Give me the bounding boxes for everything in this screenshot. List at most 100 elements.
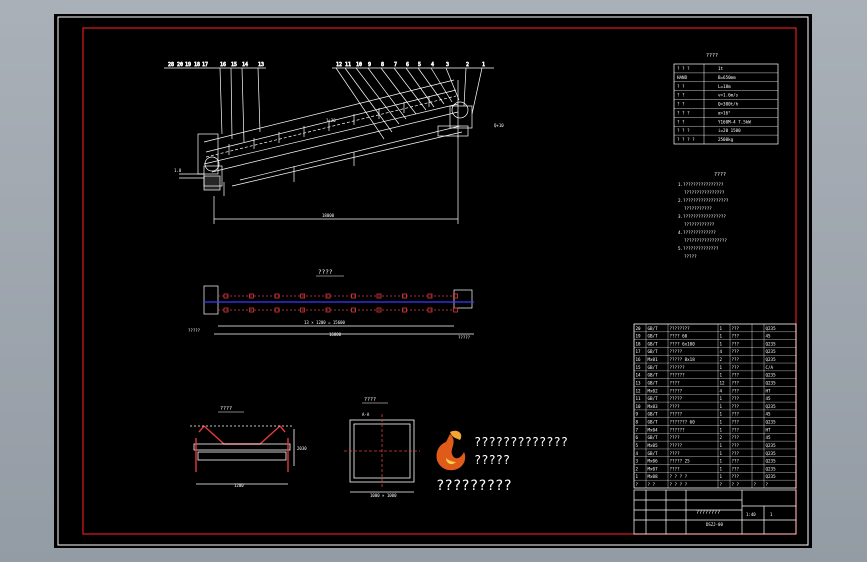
bom-cell: Mx05 bbox=[648, 443, 659, 448]
bom-cell: ?????? bbox=[670, 427, 686, 432]
bom-cell: Q235 bbox=[766, 380, 777, 385]
tech-spec-value: i=20 1500 bbox=[718, 128, 741, 133]
bom-cell: ???? bbox=[670, 404, 681, 409]
tech-note-line: 1.???????????????? bbox=[678, 182, 724, 187]
bom-cell: 1 bbox=[720, 412, 723, 417]
bom-cell: Q235 bbox=[766, 326, 777, 331]
bom-cell: 2 bbox=[720, 435, 723, 440]
end-view-width: 1200 bbox=[234, 483, 244, 488]
end-view-height: 2030 bbox=[297, 446, 307, 451]
tech-spec-key: ? ? bbox=[677, 84, 685, 89]
tech-spec-value: Q=300t/h bbox=[718, 102, 739, 107]
balloon-label: 11 bbox=[345, 62, 351, 68]
bom-cell: ????? bbox=[670, 412, 683, 417]
support-post bbox=[223, 293, 229, 299]
bom-cell: 10 bbox=[636, 404, 642, 409]
balloon-label: 10 bbox=[356, 62, 362, 68]
bom-cell: 19 bbox=[636, 334, 642, 339]
bom-cell: GB/T bbox=[648, 349, 659, 354]
drawing-canvas: 28 20 19 18 17 16 15 14 13 12 11 10 9 8 … bbox=[57, 16, 809, 546]
drawing-sheet: 28 20 19 18 17 16 15 14 13 12 11 10 9 8 … bbox=[54, 14, 812, 548]
bom-cell: ????? bbox=[670, 443, 683, 448]
bom-cell: 12 bbox=[720, 380, 726, 385]
bom-cell: ???? bbox=[670, 380, 681, 385]
tech-spec-key: ? ? bbox=[677, 102, 685, 107]
bom-cell: ????? bbox=[670, 396, 683, 401]
conveyor-elevation-view: 28 20 19 18 17 16 15 14 13 12 11 10 9 8 … bbox=[164, 62, 504, 224]
svg-text:?????: ????? bbox=[458, 335, 471, 340]
bom-cell: Mx02 bbox=[648, 388, 659, 393]
bom-cell: 20 bbox=[636, 326, 642, 331]
title-block-drawing-name: ???????? bbox=[696, 510, 720, 516]
svg-text:A-A: A-A bbox=[362, 412, 370, 417]
bom-cell: 7 bbox=[636, 427, 639, 432]
tech-spec-title: ???? bbox=[706, 53, 718, 59]
balloon-label: 5 bbox=[418, 62, 421, 68]
bom-cell: Q235 bbox=[766, 357, 777, 362]
balloon-label: 12 bbox=[336, 62, 342, 68]
flame-logo bbox=[436, 430, 466, 471]
bom-cell: 1 bbox=[720, 420, 723, 425]
bom-cell: Mx08 bbox=[648, 474, 659, 479]
tech-spec-value: Y160M-4 7.5kW bbox=[718, 119, 751, 124]
bom-cell: ???? bbox=[670, 435, 681, 440]
bom-cell: GB/T bbox=[648, 380, 659, 385]
bom-cell: Q235 bbox=[766, 466, 777, 471]
support-post bbox=[274, 307, 280, 313]
bom-cell: Mx04 bbox=[648, 427, 659, 432]
section-view-title: ???? bbox=[364, 397, 376, 403]
bom-cell: 5 bbox=[636, 443, 639, 448]
bom-cell: 3 bbox=[636, 459, 639, 464]
support-post bbox=[274, 293, 280, 299]
tech-spec-key: ? ? bbox=[677, 93, 685, 98]
balloon-label: 19 bbox=[185, 62, 191, 68]
title-block-sheet: 1 bbox=[770, 512, 773, 517]
bom-cell: ??????? 60 bbox=[670, 420, 696, 425]
balloon-label: 18 bbox=[194, 62, 200, 68]
balloon-label: 6 bbox=[406, 62, 409, 68]
bom-cell: ????? bbox=[670, 349, 683, 354]
section-dimension: 1000 × 1000 bbox=[370, 493, 397, 498]
tech-spec-value: 1t bbox=[718, 66, 724, 71]
bom-cell: 17 bbox=[636, 349, 642, 354]
bom-cell: 18 bbox=[636, 341, 642, 346]
support-post bbox=[427, 307, 433, 313]
bom-cell: ????? 8x18 bbox=[670, 357, 696, 362]
support-post bbox=[351, 293, 356, 299]
svg-text:1:20: 1:20 bbox=[326, 118, 336, 123]
bom-cell: ? ? ? ? bbox=[670, 474, 688, 479]
bom-cell: 4 bbox=[720, 349, 723, 354]
bom-cell: C/A bbox=[766, 365, 774, 370]
bom-cell: GB/T bbox=[648, 373, 659, 378]
tech-spec-value: L=18m bbox=[718, 84, 731, 89]
tech-spec-key: HAND bbox=[677, 75, 688, 80]
tech-spec-key: ? ? ? bbox=[677, 66, 690, 71]
bom-cell: ???? 6x100 bbox=[670, 341, 696, 346]
bom-cell: ??? bbox=[732, 466, 740, 471]
inner-frame bbox=[82, 27, 797, 535]
bom-cell: ??? bbox=[732, 435, 740, 440]
bom-cell: 1 bbox=[720, 365, 723, 370]
support-post bbox=[453, 293, 458, 299]
bom-cell: 1 bbox=[720, 326, 723, 331]
plan-inner-dimension: 13 × 1200 = 15600 bbox=[304, 320, 346, 325]
bom-cell: ??? bbox=[732, 404, 740, 409]
bom-cell: ??? bbox=[732, 365, 740, 370]
balloon-label: 28 bbox=[168, 62, 174, 68]
tech-spec-key: ? ? bbox=[677, 119, 685, 124]
bom-cell: Q235 bbox=[766, 373, 777, 378]
bom-cell: ??? bbox=[732, 380, 740, 385]
bom-cell: GB/T bbox=[648, 341, 659, 346]
watermark: ????????????? ????? ????????? bbox=[436, 430, 568, 494]
bom-cell: Q235 bbox=[766, 341, 777, 346]
tech-note-line: 4.????????????? bbox=[678, 230, 716, 235]
balloon-label: 15 bbox=[231, 62, 237, 68]
bom-cell: 4 bbox=[720, 388, 723, 393]
bom-cell: GB/T bbox=[648, 420, 659, 425]
bom-cell: ??? bbox=[732, 451, 740, 456]
bom-cell: ???????? bbox=[670, 326, 691, 331]
bom-cell: 16 bbox=[636, 357, 642, 362]
bom-cell: 45 bbox=[766, 334, 772, 339]
